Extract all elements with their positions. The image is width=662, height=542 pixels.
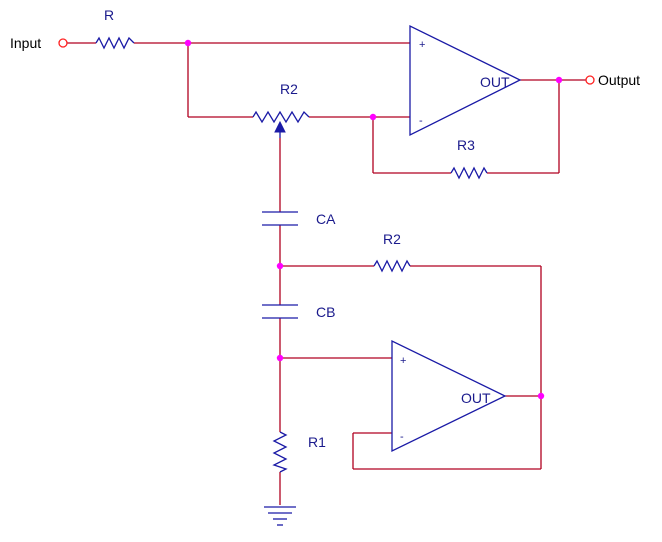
opamp1-plus-pin: + bbox=[419, 39, 425, 51]
input-terminal[interactable] bbox=[58, 38, 68, 48]
resistor-r3 bbox=[450, 166, 488, 180]
input-label: Input bbox=[10, 35, 41, 51]
junction-dot bbox=[276, 262, 284, 270]
wiper-arrow-icon bbox=[274, 120, 286, 133]
opamp2-plus-pin: + bbox=[400, 355, 406, 367]
junction-dot bbox=[184, 39, 192, 47]
label-r1: R1 bbox=[308, 434, 326, 450]
output-label: Output bbox=[598, 72, 640, 88]
label-r2-lower: R2 bbox=[383, 231, 401, 247]
resistor-r1 bbox=[272, 431, 288, 473]
junctions bbox=[184, 39, 563, 400]
label-r3: R3 bbox=[457, 137, 475, 153]
ground-icon bbox=[264, 506, 296, 526]
label-cb: CB bbox=[316, 304, 335, 320]
opamp1-out-label: OUT bbox=[480, 74, 510, 90]
junction-dot bbox=[555, 76, 563, 84]
opamp2-out-label: OUT bbox=[461, 390, 491, 406]
capacitor-cb bbox=[262, 304, 298, 319]
wires bbox=[67, 42, 586, 505]
label-r: R bbox=[104, 7, 114, 23]
junction-dot bbox=[369, 113, 377, 121]
resistor-r2-lower bbox=[373, 259, 411, 273]
opamp-2 bbox=[391, 339, 507, 453]
capacitor-ca bbox=[262, 211, 298, 226]
junction-dot bbox=[276, 354, 284, 362]
label-r2-pot: R2 bbox=[280, 81, 298, 97]
junction-dot bbox=[537, 392, 545, 400]
label-ca: CA bbox=[316, 211, 336, 227]
potentiometer-r2 bbox=[252, 110, 310, 138]
resistor-r bbox=[95, 36, 135, 50]
output-terminal[interactable] bbox=[585, 75, 595, 85]
opamp-1 bbox=[409, 24, 522, 137]
opamp2-minus-pin: - bbox=[400, 431, 404, 443]
opamp1-minus-pin: - bbox=[419, 115, 423, 127]
